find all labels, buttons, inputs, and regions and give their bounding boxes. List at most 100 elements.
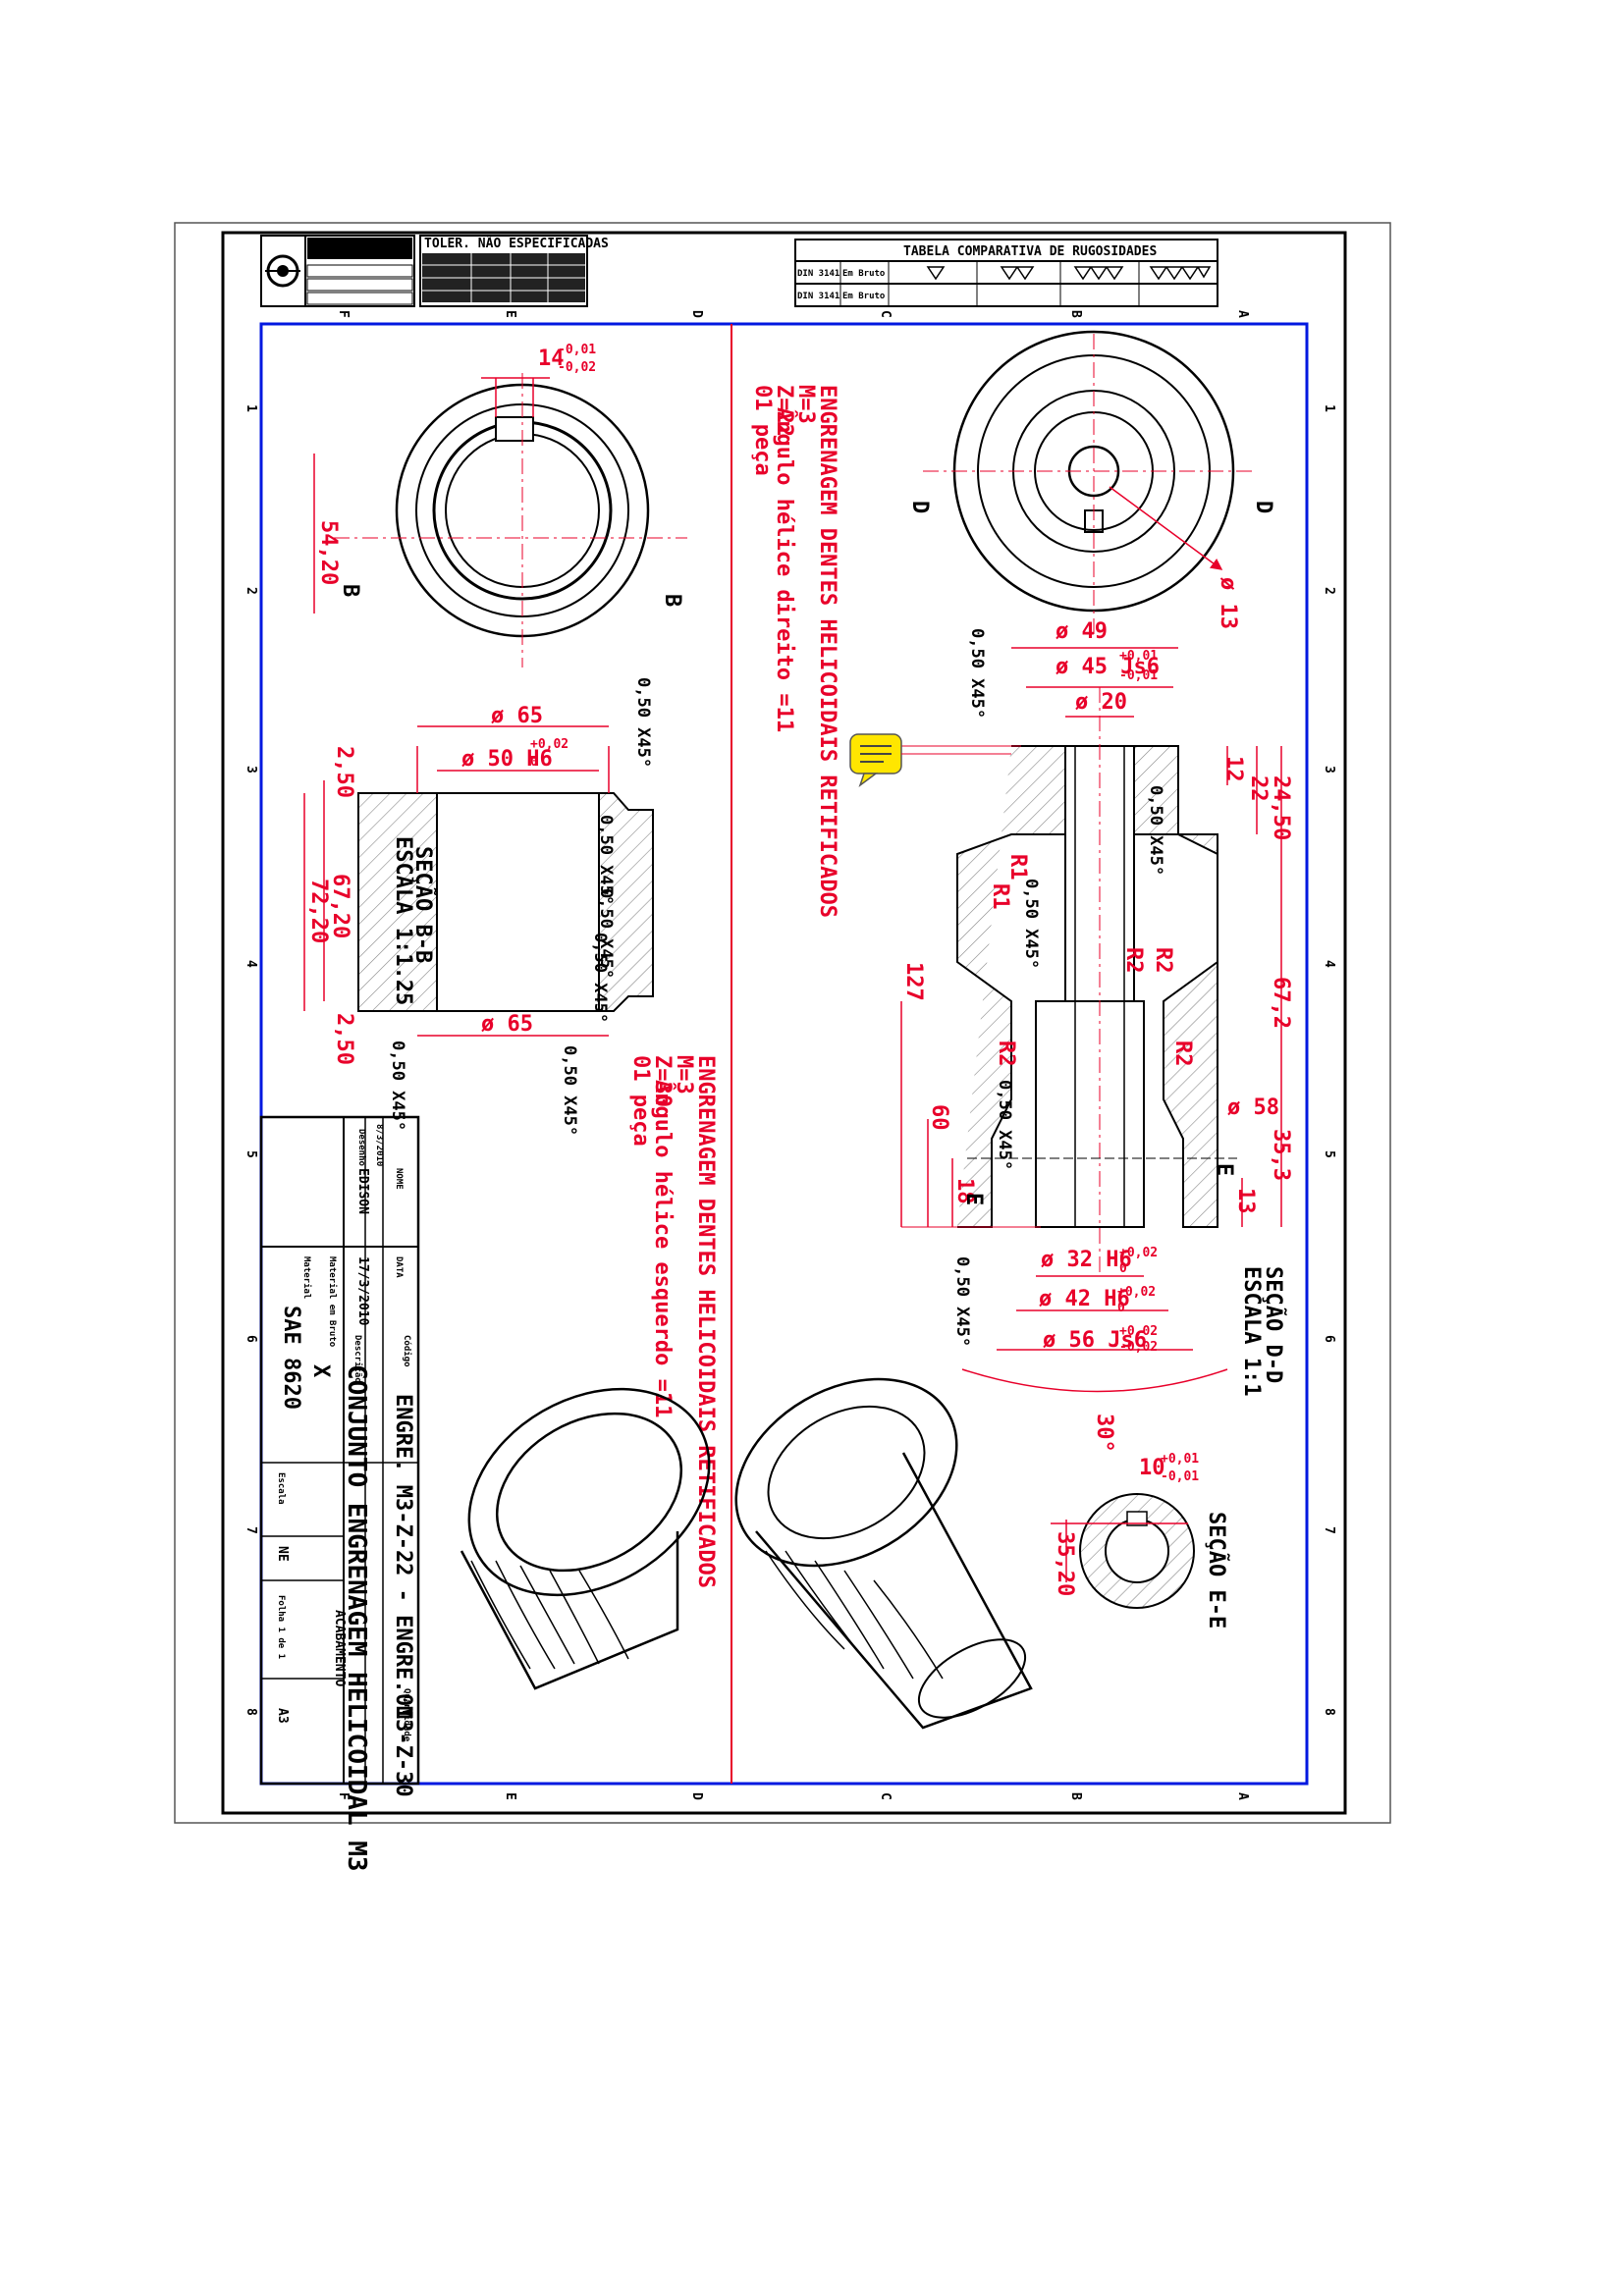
dim-r2d: R2 [1170,1041,1195,1067]
dim-key10: 10 [1139,1456,1165,1480]
grid-right-3: 3 [1322,766,1336,774]
section-marker-e-left: E [961,1193,986,1205]
z30-chamfer5: 0,50 X45° [388,1041,407,1131]
dim-d42: ø 42 H6 [1039,1287,1130,1311]
dim-d58: ø 58 [1227,1095,1279,1120]
roughness-table-title: TABELA COMPARATIVA DE RUGOSIDADES [903,244,1157,259]
drawing-frame [221,231,1347,1815]
grid-top-c: C [878,310,893,318]
z30-chamfer6: 0,50 X45° [560,1045,579,1136]
grid-left-8: 8 [244,1708,258,1716]
grid-bottom-d: D [689,1792,704,1800]
tolerance-table: TOLER. NÃO ESPECIFICADAS [419,235,609,307]
tb-drawn-date: 17/3/2010 [355,1256,370,1326]
tb-qty: 01 [391,1693,415,1720]
dim-d50-up: +0,02 [530,737,568,752]
section-marker-d-right: D [1251,501,1275,513]
z22-note-line5: 01 peça [750,385,775,476]
grid-left-7: 7 [244,1526,258,1534]
roughness-row2-raw: Em Bruto [842,292,885,301]
tb-sheet: Folha 1 de 1 [276,1595,286,1659]
grid-left-1: 1 [244,404,258,412]
dim-d65-top: ø 65 [491,704,543,728]
z30-note-line5: 01 peça [628,1055,653,1147]
dim-l22: 22 [1246,775,1271,802]
section-marker-e-right: E [1212,1163,1236,1176]
dim-r1b: R1 [988,883,1012,910]
grid-bottom-c: C [878,1792,893,1800]
tolerance-title: TOLER. NÃO ESPECIFICADAS [424,236,609,251]
gear-z30-notes: ENGRENAGEM DENTES HELICOIDAIS RETIFICADO… [628,1055,718,1588]
dim-d56: ø 56 Js6 [1043,1328,1147,1353]
z30-chamfer3: 0,50 X45° [596,888,616,979]
tb-format: A3 [275,1708,290,1724]
z30-note-line4: Ângulo hélice esquerdo =11 [650,1080,676,1417]
section-marker-b-right: B [660,594,684,607]
z22-section-e-title: SEÇÃO E-E [1204,1512,1229,1629]
dim-d56-tol-lo: -0,02 [1119,1340,1158,1355]
dim-d45-tol-up: +0,01 [1119,649,1158,664]
grid-right-1: 1 [1322,404,1336,412]
dim-r1a: R1 [1005,854,1030,881]
dim-l6720: 67,20 [328,874,352,938]
roughness-row2-label: DIN 3141 [797,292,839,301]
z30-chamfer4: 0,50 X45° [590,933,610,1023]
dim-d20: ø 20 [1075,690,1127,715]
gear-z22-section-dd [900,647,1282,1393]
dim-l18: 18 [952,1178,977,1204]
dim-key10-up: +0,01 [1161,1452,1199,1467]
z22-chamfer2: 0,50 X45° [1146,785,1165,876]
tb-drawn-name: EDISON [355,1168,370,1214]
dim-l2450: 24,50 [1269,775,1293,840]
z22-chamfer4: 0,50 X45° [995,1080,1014,1170]
tb-scale-label: Escala [276,1472,286,1505]
dim-d13: ø 13 [1216,577,1240,629]
tb-material-label: Material [301,1256,312,1299]
dim-l353: 35,3 [1269,1129,1293,1181]
z30-chamfer2: 0,50 X45° [596,815,616,905]
tb-code: ENGRE. M3-Z-22 - ENGRE. M3-Z-30 [391,1394,415,1797]
dim-d65-bottom: ø 65 [481,1012,533,1037]
grid-top-f: F [336,310,351,318]
dim-d32: ø 32 H6 [1041,1248,1132,1272]
projection-symbol-box [260,235,415,307]
grid-bottom-a: A [1235,1792,1250,1800]
z22-note-line1: ENGRENAGEM DENTES HELICOIDAIS RETIFICADO… [815,385,839,918]
dim-key10-lo: -0,01 [1161,1469,1199,1484]
tb-name-label: NOME [394,1168,404,1190]
z22-note-line4: Ângulo hélice direito =11 [772,407,797,732]
grid-left-5: 5 [244,1150,258,1158]
grid-bottom-e: E [503,1792,517,1800]
z30-note-line3: Z=30 [650,1055,675,1107]
dim-d56-tol-up: +0,02 [1119,1324,1158,1339]
grid-references: 1 2 3 4 5 6 7 8 1 2 3 4 5 6 7 8 A B C D … [244,310,1336,1800]
gear-z22-front-view [923,330,1257,638]
tb-code-label: Código [402,1335,412,1367]
roughness-row1-label: DIN 3141 [797,269,839,279]
dim-l14-up: -0,01 [558,343,596,357]
dim-r2b: R2 [1151,947,1175,974]
z22-chamfer1: 0,50 X45° [967,628,987,719]
z22-section-title: SEÇÃO D-D [1261,1266,1286,1383]
grid-bottom-f: F [336,1792,351,1800]
z30-note-line1: ENGRENAGEM DENTES HELICOIDAIS RETIFICADO… [693,1055,718,1588]
dim-d42-tol-up: +0,02 [1117,1285,1156,1300]
gear-z30-section-bb [303,725,654,1037]
dim-l5420: 54,20 [316,520,341,585]
dim-key3520: 35,20 [1053,1531,1077,1596]
dim-l7220: 72,20 [306,879,331,943]
z22-note-line2: M=3 [793,385,818,424]
dim-angle-30: 30° [1092,1414,1116,1453]
z22-chamfer5: 0,50 X45° [952,1256,972,1347]
comment-bubble-icon[interactable] [849,733,1011,788]
dim-l250-bottom: 2,50 [332,1013,356,1065]
dim-d50-lo: 0 [530,755,538,770]
gear-z30-isometric-view [460,1387,711,1690]
grid-left-3: 3 [244,766,258,774]
dim-l14: 14 [538,347,565,371]
tb-description-label: Descrição [352,1335,363,1383]
tb-date-label: DATA [394,1256,404,1278]
grid-left-4: 4 [244,960,258,968]
section-marker-d-left: D [907,501,932,513]
